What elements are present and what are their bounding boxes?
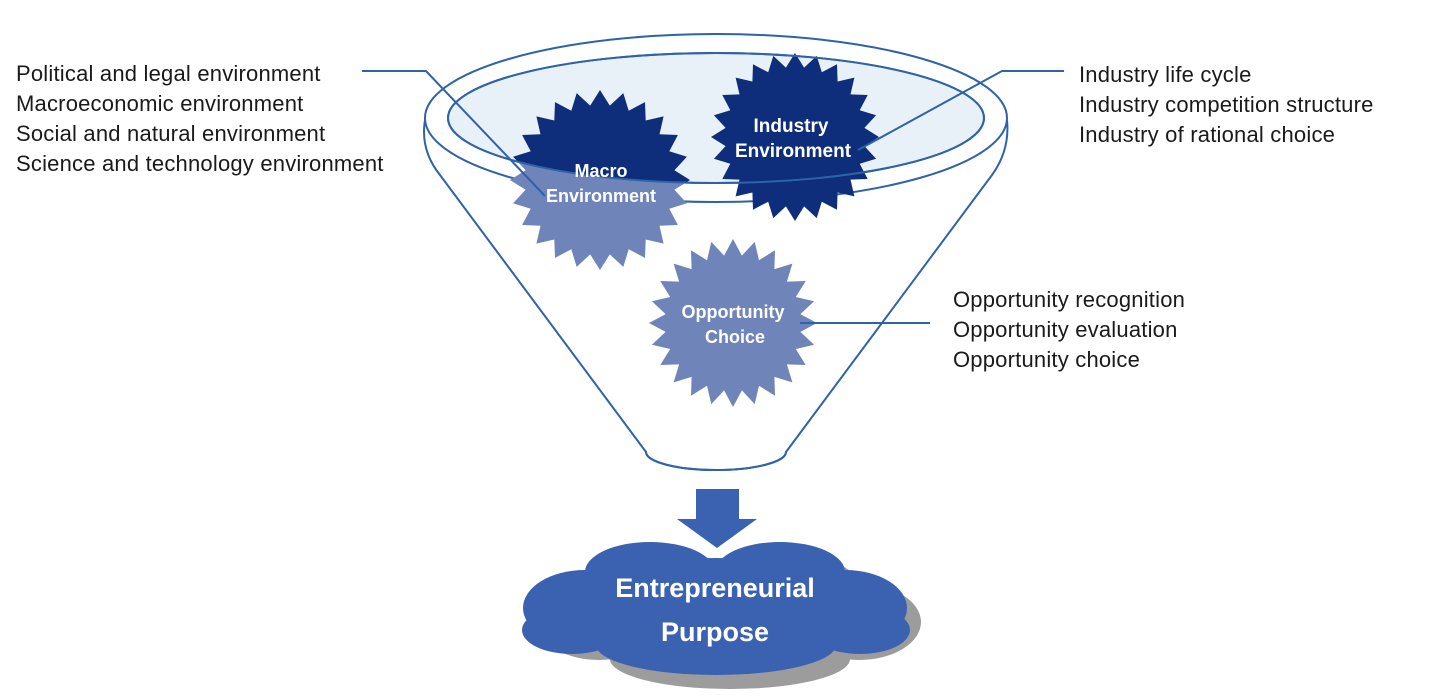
macro-gear-label-line2: Environment: [546, 186, 656, 206]
macro-gear-label-line1: Macro: [574, 161, 627, 181]
list-item: Opportunity choice: [953, 347, 1141, 372]
industry-gear-label-line2: Environment: [735, 141, 852, 162]
outcome-label-line2: Purpose: [661, 617, 769, 647]
industry-gear-label-line1: Industry: [754, 116, 829, 137]
list-item: Opportunity evaluation: [953, 317, 1178, 342]
industry-environment-gear: [711, 53, 879, 221]
list-item: Industry competition structure: [1079, 92, 1374, 117]
connectors: [362, 70, 1064, 324]
outcome-label-line1: Entrepreneurial: [615, 573, 815, 603]
industry-connector: [857, 70, 1064, 151]
list-item: Political and legal environment: [16, 61, 321, 86]
opportunity-gear-label-line1: Opportunity: [682, 302, 785, 322]
list-item: Opportunity recognition: [953, 287, 1186, 312]
list-item: Industry life cycle: [1079, 62, 1252, 87]
funnel-bottom-edge: [645, 451, 787, 471]
macro-environment-gear: [510, 90, 690, 270]
funnel-inner-rim-line: [447, 52, 985, 184]
list-item: Science and technology environment: [16, 151, 384, 176]
opportunity-choice-gear: [649, 239, 817, 407]
opportunity-factors-list: Opportunity recognition Opportunity eval…: [953, 285, 1185, 375]
macro-connector: [362, 70, 546, 197]
industry-factors-list: Industry life cycle Industry competition…: [1079, 60, 1374, 150]
macro-factors-list: Political and legal environment Macroeco…: [16, 59, 384, 179]
list-item: Macroeconomic environment: [16, 91, 304, 116]
list-item: Social and natural environment: [16, 121, 326, 146]
down-arrow: [677, 489, 757, 548]
list-item: Industry of rational choice: [1079, 122, 1336, 147]
opportunity-gear-label-line2: Choice: [705, 327, 765, 347]
outcome-cloud: [522, 542, 910, 675]
